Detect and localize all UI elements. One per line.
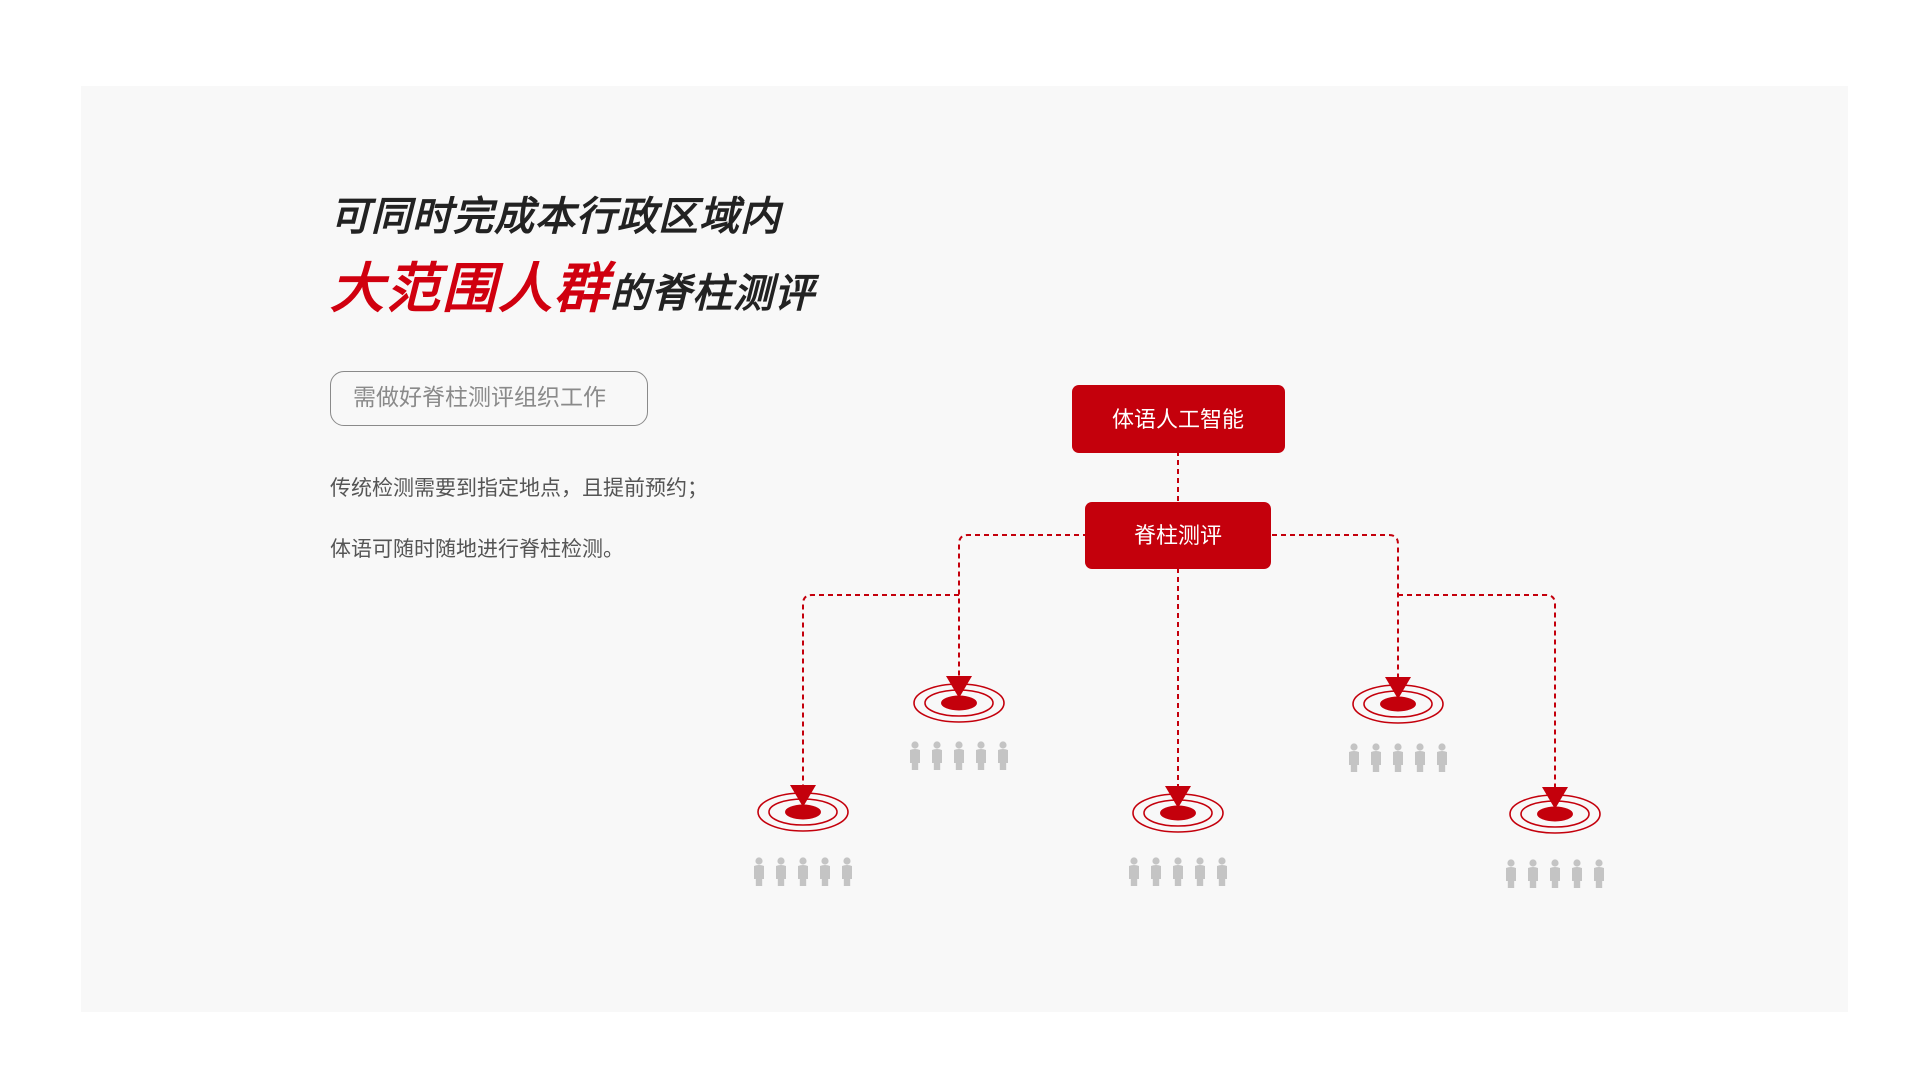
connector-hub-to-target-2 <box>958 534 1088 676</box>
person-icon <box>1173 857 1183 886</box>
people-group-1 <box>754 857 852 886</box>
connector-lines <box>802 451 1556 787</box>
people-group-5 <box>1506 859 1604 888</box>
person-icon <box>1129 857 1139 886</box>
connector-hub-to-target-5 <box>1398 594 1556 787</box>
people-group-4 <box>1349 743 1447 772</box>
person-icon <box>798 857 808 886</box>
person-icon <box>842 857 852 886</box>
target-1 <box>757 785 849 832</box>
person-icon <box>1415 743 1425 772</box>
person-icon <box>776 857 786 886</box>
person-icon <box>1506 859 1516 888</box>
heading-line-1: 可同时完成本行政区域内 <box>330 194 781 240</box>
root-node: 体语人工智能 <box>1072 385 1285 453</box>
person-icon <box>820 857 830 886</box>
heading-line-2: 大范围人群的脊柱测评 <box>330 244 815 323</box>
person-icon <box>1393 743 1403 772</box>
person-icon <box>1195 857 1205 886</box>
organization-tag: 需做好脊柱测评组织工作 <box>330 371 648 426</box>
connector-hub-to-target-1 <box>802 594 959 785</box>
person-icon <box>932 741 942 770</box>
content-panel <box>81 86 1848 1012</box>
person-icon <box>910 741 920 770</box>
hub-node: 脊柱测评 <box>1085 502 1271 569</box>
person-icon <box>1151 857 1161 886</box>
person-icon <box>1371 743 1381 772</box>
person-icon <box>954 741 964 770</box>
body-text-line-2: 体语可随时随地进行脊柱检测。 <box>330 537 624 561</box>
target-5-arrow <box>1542 787 1568 809</box>
person-icon <box>1550 859 1560 888</box>
target-2 <box>913 676 1005 723</box>
hub-node-label: 脊柱测评 <box>1134 524 1222 549</box>
heading-line-2-rest: 的脊柱测评 <box>610 271 815 317</box>
person-icon <box>998 741 1008 770</box>
people-group-3 <box>1129 857 1227 886</box>
person-icon <box>1217 857 1227 886</box>
heading-highlight: 大范围人群 <box>330 257 610 320</box>
target-3 <box>1132 786 1224 833</box>
target-4-arrow <box>1385 677 1411 699</box>
target-3-arrow <box>1165 786 1191 808</box>
connector-hub-to-target-4 <box>1272 534 1399 677</box>
people-group-2 <box>910 741 1008 770</box>
target-4 <box>1352 677 1444 724</box>
root-node-label: 体语人工智能 <box>1112 408 1244 433</box>
target-1-arrow <box>790 785 816 807</box>
body-text-line-1: 传统检测需要到指定地点，且提前预约； <box>330 476 708 500</box>
person-icon <box>754 857 764 886</box>
person-icon <box>1437 743 1447 772</box>
target-5 <box>1509 787 1601 834</box>
person-icon <box>1594 859 1604 888</box>
person-icon <box>1528 859 1538 888</box>
person-icon <box>976 741 986 770</box>
person-icon <box>1572 859 1582 888</box>
person-icon <box>1349 743 1359 772</box>
target-2-arrow <box>946 676 972 698</box>
